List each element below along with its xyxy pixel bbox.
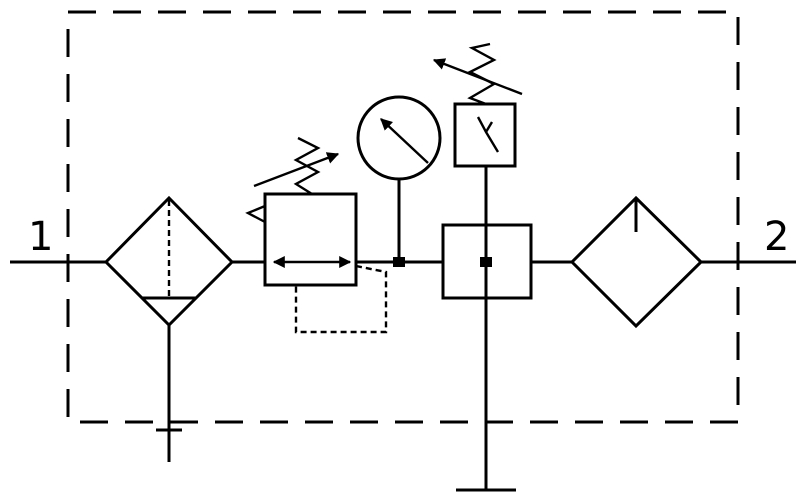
inlet-port-label: 1 [28, 214, 53, 260]
adjustable-switch-symbol [432, 42, 523, 490]
gauge-needle-icon [380, 118, 429, 164]
filter-drain-symbol [103, 195, 235, 462]
lubricator-symbol [569, 195, 704, 329]
spring-icon [467, 42, 497, 106]
pilot-line [294, 264, 388, 334]
unit-boundary [66, 10, 740, 424]
adjustable-regulator-symbol [245, 136, 388, 334]
contact-icon [476, 116, 500, 153]
outlet-port-label: 2 [764, 214, 789, 260]
gauge-symbol [356, 95, 442, 267]
distribution-block-symbol [441, 223, 533, 492]
junction-node [480, 257, 492, 267]
junction-node [393, 257, 405, 267]
